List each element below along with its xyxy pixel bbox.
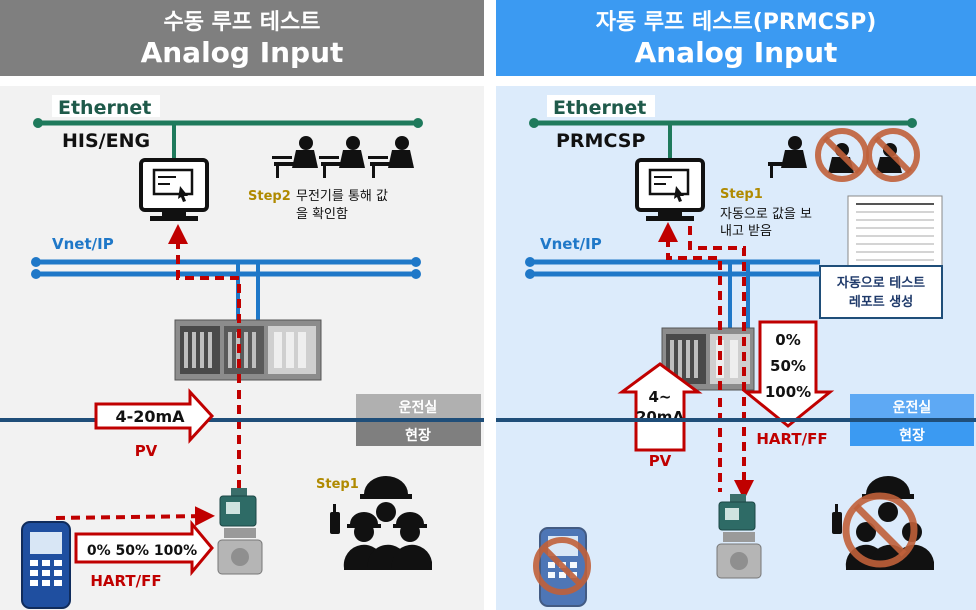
hart-values-label: 0% 50% 100%: [87, 543, 197, 559]
field-label: 현장: [899, 427, 925, 444]
hart-arrow: [74, 519, 214, 577]
field-worker-icon: [330, 476, 432, 570]
control-room-label: 운전실: [893, 399, 932, 416]
header-subtitle: Analog Input: [634, 36, 838, 69]
ethernet-label: Ethernet: [553, 97, 646, 119]
controller-icon: [174, 319, 322, 381]
pct-50: 50%: [770, 357, 806, 375]
vnet-label: Vnet/IP: [540, 235, 602, 253]
prohibited-icon: [533, 537, 591, 595]
station-label: HIS/ENG: [62, 130, 150, 152]
signal-path-dashed: [658, 222, 722, 390]
transmitter-icon: [217, 488, 263, 575]
report-line2: 레포트 생성: [849, 295, 913, 310]
prohibited-icon: [866, 128, 920, 182]
hart-dashed-path: [55, 506, 215, 527]
hart-label: HART/FF: [756, 430, 827, 448]
field-label: 현장: [405, 427, 431, 444]
monitor-icon: [139, 158, 209, 221]
step2-text-line1: 무전기를 통해 값: [296, 189, 388, 204]
vnet-label: Vnet/IP: [52, 235, 114, 253]
report-callout: [819, 265, 943, 319]
step1-text-line2: 내고 받음: [720, 224, 772, 239]
signal-arrow-up: [617, 362, 703, 452]
hart-communicator-icon: [21, 521, 71, 609]
ethernet-label: Ethernet: [58, 97, 151, 119]
header-title: 자동 루프 테스트(PRMCSP): [595, 10, 877, 35]
hart-arrow-down: [741, 320, 835, 428]
arrow-up-line2: 20mA: [636, 408, 685, 426]
step1-tag: Step1: [720, 187, 763, 202]
signal-label: 4-20mA: [115, 407, 185, 426]
signal-path-dashed: [168, 224, 241, 383]
pv-label: PV: [649, 452, 672, 470]
prohibited-icon: [842, 492, 918, 568]
step1-text-line1: 자동으로 값을 보: [720, 207, 812, 222]
hart-label: HART/FF: [90, 572, 161, 590]
pct-0: 0%: [775, 331, 800, 349]
step1-tag: Step1: [316, 477, 359, 492]
header-title: 수동 루프 테스트: [163, 10, 321, 35]
signal-path-dashed: [688, 226, 754, 500]
manual-loop-test-header: 수동 루프 테스트 Analog Input: [0, 0, 484, 76]
report-document-icon: [847, 195, 943, 269]
control-room-label: 운전실: [399, 399, 438, 416]
report-line1: 자동으로 테스트: [837, 276, 925, 291]
step2-text-line2: 을 확인함: [296, 207, 348, 222]
auto-loop-test-header: 자동 루프 테스트(PRMCSP) Analog Input: [496, 0, 976, 76]
pv-label: PV: [135, 442, 158, 460]
step2-tag: Step2: [248, 189, 291, 204]
arrow-up-line1: 4~: [648, 388, 671, 406]
signal-arrow: [94, 388, 215, 444]
header-subtitle: Analog Input: [140, 36, 344, 69]
monitor-icon: [635, 158, 705, 221]
station-label: PRMCSP: [556, 130, 645, 152]
transmitter-icon: [716, 494, 762, 579]
operator-icon: [272, 136, 414, 178]
pct-100: 100%: [765, 383, 811, 401]
